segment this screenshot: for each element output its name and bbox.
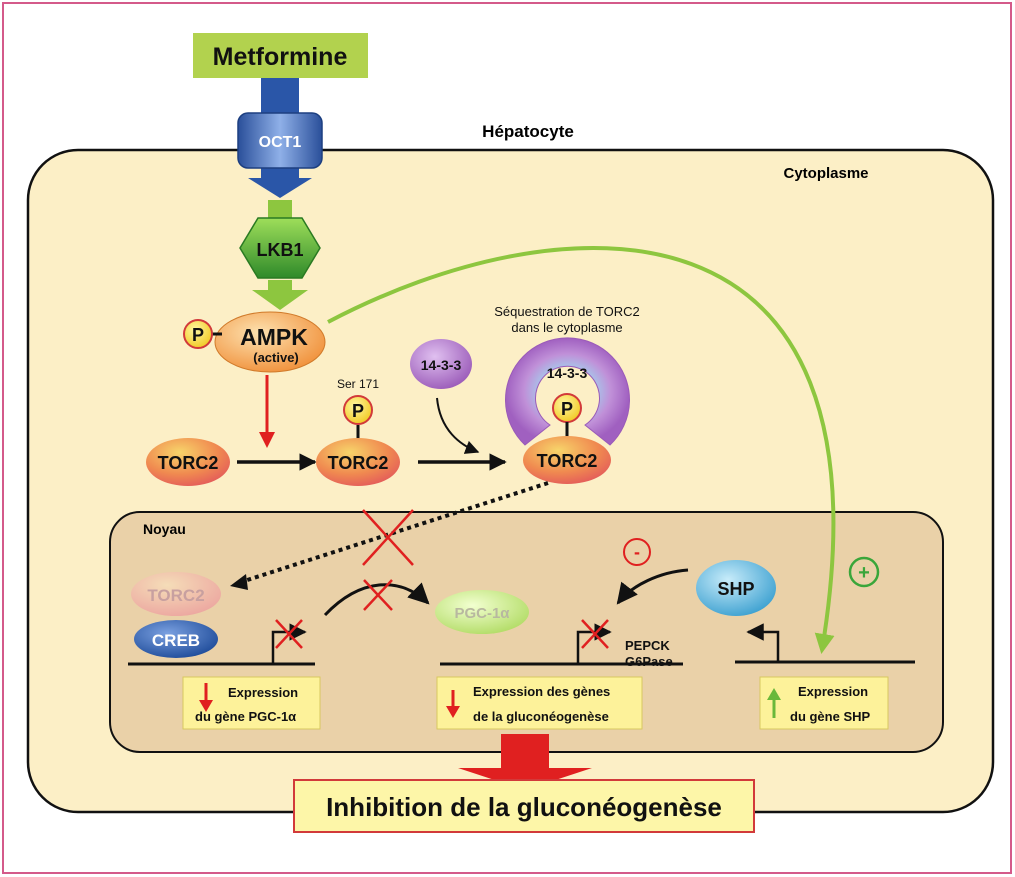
transport-arrowhead: [248, 178, 312, 198]
metformine-label: Metformine: [213, 43, 348, 71]
pgc1a-label: PGC-1α: [454, 605, 510, 622]
lkb1-label: LKB1: [256, 240, 303, 260]
protein-1433-free: [410, 339, 472, 389]
plus-sign: +: [858, 562, 870, 584]
protein-1433-free-label: 14-3-3: [421, 357, 462, 373]
torc2-mid-phospho-circle: [343, 395, 373, 425]
arrow-shp-inhibition: [616, 568, 689, 605]
torc2-right-phospho-label: P: [561, 399, 573, 419]
ampk-label: AMPK: [240, 324, 308, 350]
expression-shp-line1: Expression: [798, 684, 868, 699]
blocked-translocation-arrowhead: [230, 574, 248, 590]
down-arrow-pgc1a-head: [199, 700, 213, 712]
green-shaft-bottom: [268, 280, 292, 292]
torc2-nuclear: [131, 572, 221, 616]
ampk-sublabel: (active): [253, 350, 299, 365]
cross-pgc1a-b: [363, 579, 393, 611]
protein-1433-bound-label: 14-3-3: [547, 365, 588, 381]
torc2-left-label: TORC2: [158, 453, 219, 473]
minus-sign-circle: [623, 538, 651, 566]
result-box: [293, 779, 755, 833]
arrow-1433-binding: [436, 397, 480, 454]
green-shaft-top: [268, 200, 292, 220]
oct1-label: OCT1: [259, 134, 302, 151]
oct1-transporter: [237, 112, 323, 169]
torc2-mid-phospho-label: P: [352, 401, 364, 421]
torc2-right-label: TORC2: [537, 451, 598, 471]
expression-shp-line2: du gène SHP: [790, 709, 871, 724]
expression-pgc1a-line2: du gène PGC-1α: [195, 709, 296, 724]
torc2-left: [146, 438, 230, 486]
ampk-ellipse: [214, 311, 326, 373]
torc2-mid-label: TORC2: [328, 453, 389, 473]
creb-ellipse: [134, 620, 218, 658]
sequestration-line2: dans le cytoplasme: [511, 320, 622, 335]
result-label: Inhibition de la gluconéogenèse: [326, 792, 722, 822]
result-arrow-shaft: [501, 734, 549, 770]
plus-sign-circle: [848, 556, 880, 588]
protein-1433-bound: [505, 337, 630, 446]
ser171-label: Ser 171: [337, 377, 379, 391]
expression-box-shp: [759, 676, 889, 730]
pepck-label: PEPCK: [625, 638, 670, 653]
promoter-gluconeogenesis: [576, 623, 612, 664]
g6pase-label: G6Pase: [625, 654, 673, 669]
ampk-phospho-label: P: [192, 325, 204, 345]
expression-box-gluco: [436, 676, 643, 730]
pgc1a-ellipse: [435, 590, 529, 634]
cross-promoter-pgc1a-b: [275, 619, 303, 649]
shp-label: SHP: [717, 579, 754, 599]
metformine-box: [193, 33, 368, 78]
sequestration-line1: Séquestration de TORC2: [494, 304, 640, 319]
expression-pgc1a-line1: Expression: [228, 685, 298, 700]
nucleus-label: Noyau: [143, 521, 186, 537]
torc2-nuclear-label: TORC2: [147, 586, 204, 605]
cell-label: Hépatocyte: [482, 122, 574, 141]
promoter-shp: [746, 623, 780, 662]
green-activation-arrow: [327, 246, 836, 654]
green-arrowhead-ampk: [252, 290, 308, 310]
down-arrow-gluco-head: [446, 706, 460, 718]
cross-translocation-b: [362, 509, 414, 566]
promoter-pgc1a: [271, 623, 307, 664]
expression-gluco-line2: de la gluconéogenèse: [473, 709, 609, 724]
red-arrowhead: [259, 432, 275, 448]
cross-promoter-gluco-b: [581, 619, 609, 649]
creb-label: CREB: [152, 631, 200, 650]
minus-sign: -: [634, 542, 640, 562]
lkb1-hexagon: [239, 217, 321, 279]
torc2-mid: [316, 438, 400, 486]
ampk-phospho-circle: [183, 319, 213, 349]
up-arrow-shp-head: [767, 688, 781, 700]
cytoplasm-label: Cytoplasme: [783, 165, 868, 182]
torc2-right: [523, 436, 611, 484]
expression-gluco-line1: Expression des gènes: [473, 684, 610, 699]
shp-ellipse: [696, 560, 776, 616]
arrow-to-pgc1a: [323, 582, 430, 617]
